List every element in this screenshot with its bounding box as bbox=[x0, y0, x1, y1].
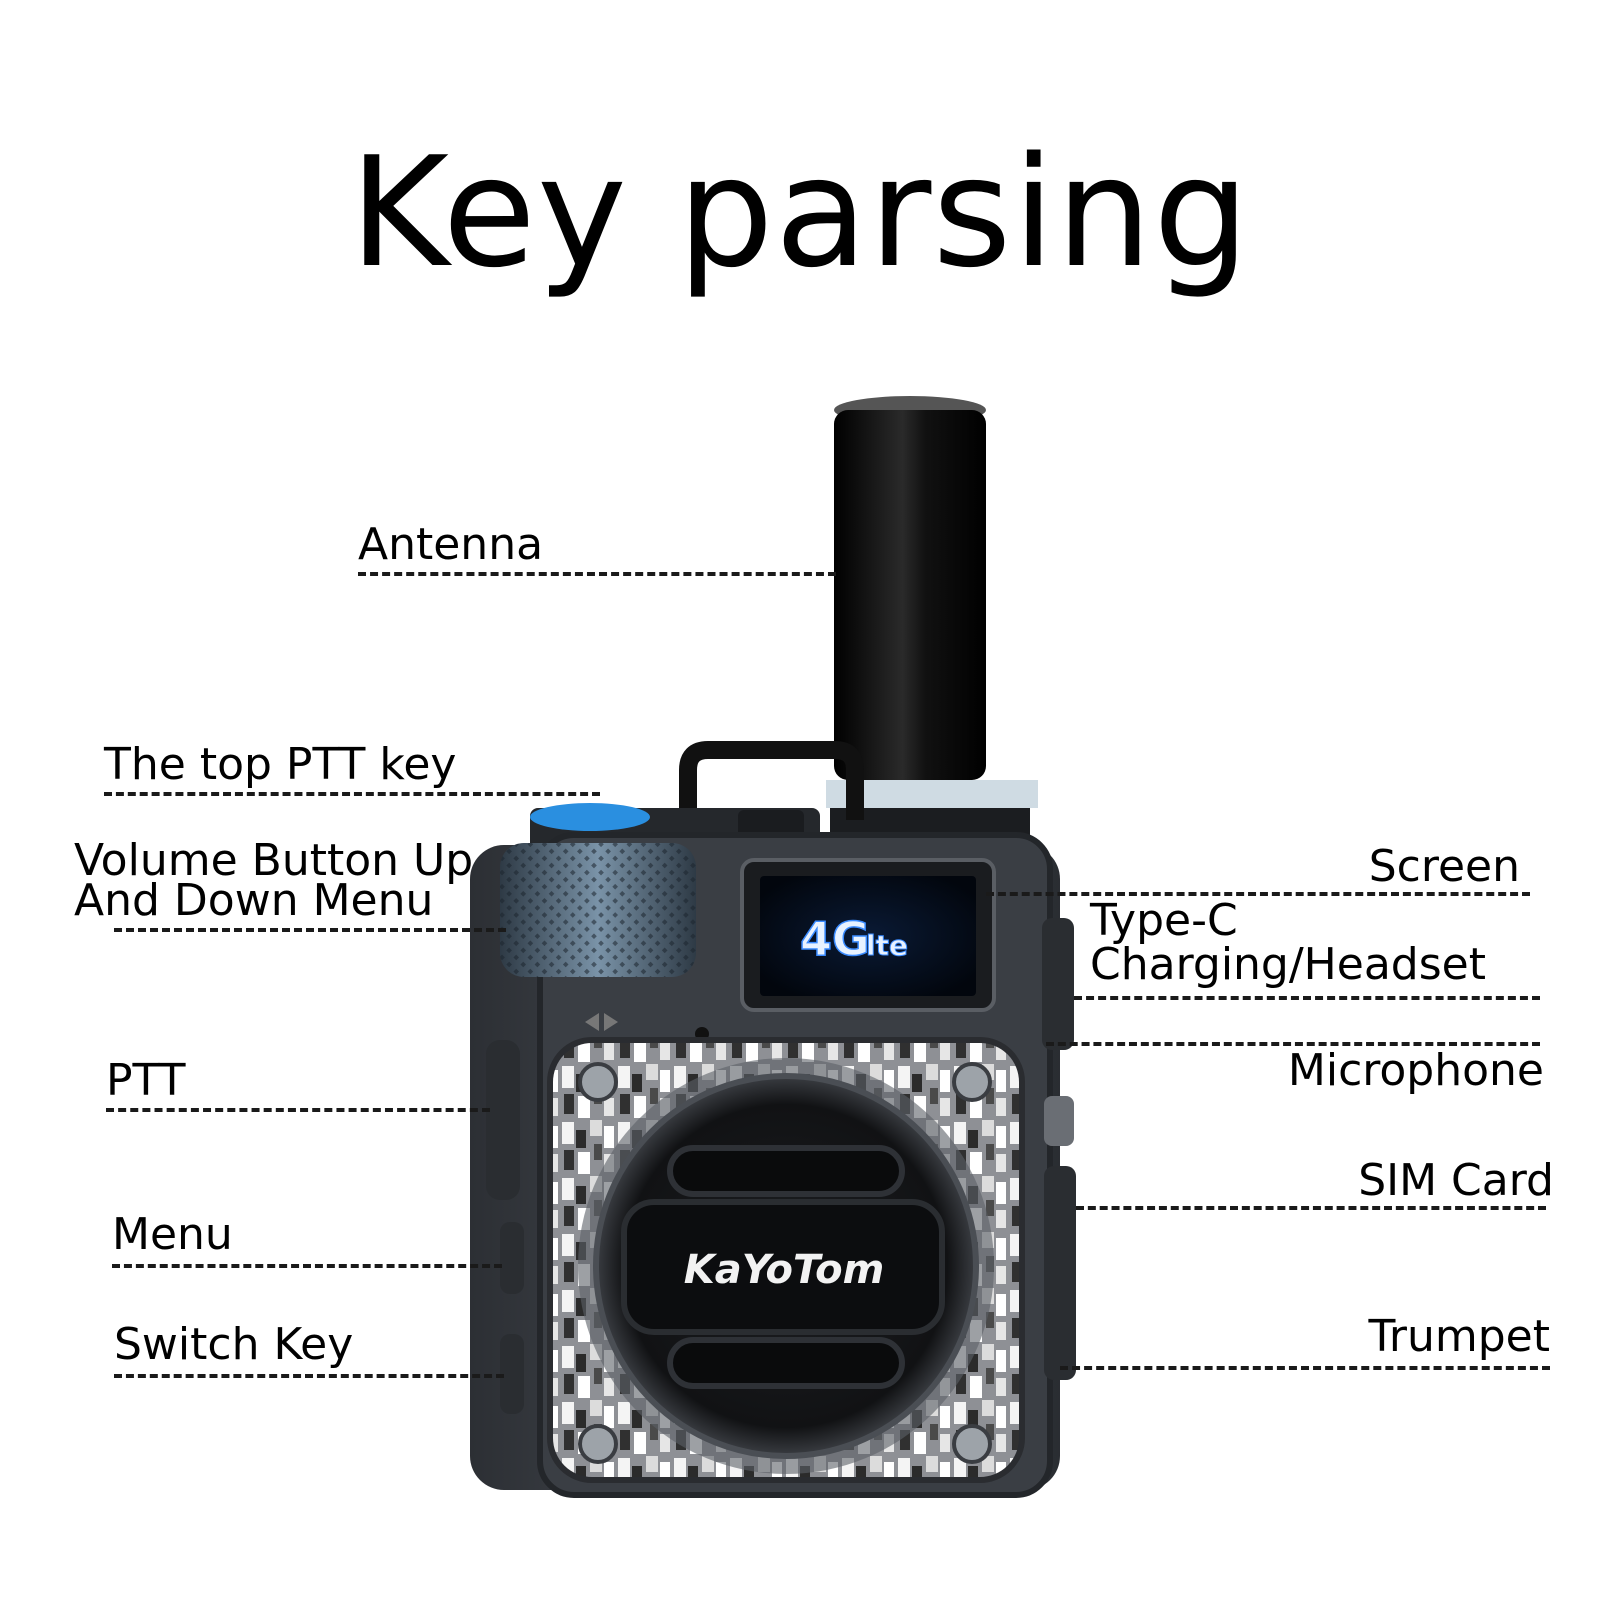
sim-card-slot bbox=[1044, 1166, 1076, 1380]
screen-label: Screen bbox=[1368, 841, 1520, 892]
antenna-label: Antenna bbox=[358, 519, 544, 570]
switch-key-leader-line bbox=[114, 1374, 504, 1378]
screen-4g-text: 4G bbox=[800, 912, 870, 966]
top-ptt-leader-line bbox=[104, 792, 600, 796]
side-menu-button bbox=[500, 1222, 524, 1294]
page-title: Key parsing bbox=[349, 124, 1251, 301]
trumpet-label: Trumpet bbox=[1368, 1311, 1551, 1362]
ptt-label: PTT bbox=[106, 1055, 186, 1106]
top-ptt-label: The top PTT key bbox=[104, 739, 457, 790]
typec-label-line2: Charging/Headset bbox=[1090, 939, 1486, 990]
switch-key-label: Switch Key bbox=[114, 1319, 354, 1370]
type-c-port bbox=[1042, 918, 1074, 1050]
antenna-leader-line bbox=[358, 572, 836, 576]
screen-lte-text: lte bbox=[866, 929, 908, 962]
sim-card-label: SIM Card bbox=[1358, 1155, 1554, 1206]
typec-leader-line bbox=[1074, 996, 1540, 1000]
menu-label: Menu bbox=[112, 1209, 233, 1260]
brand-logo: KaYoTom bbox=[684, 1247, 885, 1293]
screen-leader-line bbox=[986, 892, 1530, 896]
typec-label-line1: Type-C bbox=[1090, 895, 1238, 946]
menu-leader-line bbox=[112, 1264, 502, 1268]
microphone-leader-line bbox=[1046, 1042, 1540, 1046]
side-ptt-button bbox=[486, 1040, 520, 1200]
trumpet-leader-line bbox=[1060, 1366, 1550, 1370]
top-ptt-key bbox=[530, 803, 650, 831]
side-switch-button bbox=[500, 1334, 524, 1414]
volume-leader-line bbox=[114, 928, 506, 932]
microphone-label: Microphone bbox=[1287, 1045, 1544, 1096]
ptt-leader-line bbox=[106, 1108, 490, 1112]
screen bbox=[760, 876, 976, 996]
antenna bbox=[834, 410, 986, 780]
volume-label-line1: Volume Button Up bbox=[74, 835, 474, 886]
volume-label-line2: And Down Menu bbox=[74, 875, 434, 926]
sim-card-leader-line bbox=[1076, 1206, 1546, 1210]
